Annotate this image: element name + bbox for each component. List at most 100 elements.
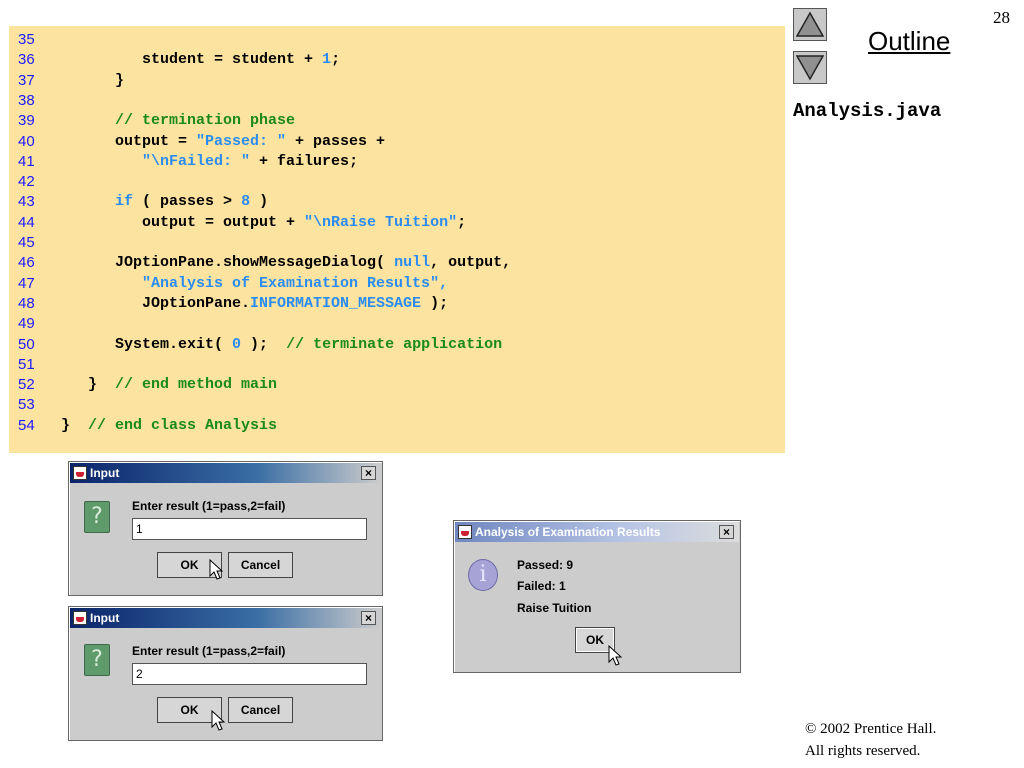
ok-button[interactable]: OK xyxy=(157,697,222,723)
code-token: JOptionPane. xyxy=(61,294,251,312)
line-number: 42 xyxy=(18,173,35,191)
java-cup-icon xyxy=(73,611,87,625)
line-number: 51 xyxy=(18,355,35,373)
question-icon: ? xyxy=(84,501,110,533)
code-token: ); xyxy=(241,335,287,353)
code-token: } xyxy=(61,376,116,394)
code-token: output = xyxy=(61,132,197,150)
ok-button[interactable]: OK xyxy=(575,627,615,653)
copyright-line-1: © 2002 Prentice Hall. xyxy=(805,721,937,737)
line-number: 50 xyxy=(18,335,35,353)
code-line: 51 xyxy=(9,355,785,375)
code-token: student = student + xyxy=(61,51,323,69)
code-token xyxy=(61,193,115,210)
code-token: // termination phase xyxy=(115,112,296,130)
code-token: ; xyxy=(457,213,467,231)
input-dialog-2: Input × ? Enter result (1=pass,2=fail) O… xyxy=(68,606,383,741)
code-line: 35 xyxy=(9,30,785,50)
code-token: + failures; xyxy=(250,152,359,170)
code-token: "Passed: " xyxy=(196,132,287,150)
message-line-passed: Passed: 9 xyxy=(517,558,574,572)
result-input-field[interactable] xyxy=(132,518,367,540)
code-line: 44 output = output + "\nRaise Tuition"; xyxy=(9,213,785,233)
code-text: JOptionPane.showMessageDialog( null, out… xyxy=(61,253,511,273)
code-token xyxy=(61,112,115,129)
line-number: 53 xyxy=(18,396,35,414)
line-number: 52 xyxy=(18,376,35,394)
code-text: } // end method main xyxy=(61,375,277,395)
code-token: "Analysis of Examination Results", xyxy=(142,274,449,292)
line-number: 44 xyxy=(18,213,35,231)
line-number: 41 xyxy=(18,152,35,170)
code-line: 41 "\nFailed: " + failures; xyxy=(9,152,785,172)
copyright-notice: © 2002 Prentice Hall. All rights reserve… xyxy=(805,718,936,762)
code-line: 42 xyxy=(9,172,785,192)
code-line: 52 } // end method main xyxy=(9,375,785,395)
message-line-raise-tuition: Raise Tuition xyxy=(517,601,592,615)
line-number: 48 xyxy=(18,294,35,312)
next-slide-button[interactable] xyxy=(793,51,827,84)
mouse-pointer-icon xyxy=(211,710,225,731)
code-text: output = "Passed: " + passes + xyxy=(61,132,385,152)
close-button[interactable]: × xyxy=(361,466,376,480)
code-token xyxy=(61,275,142,292)
code-token xyxy=(61,153,142,170)
close-button[interactable]: × xyxy=(719,525,734,539)
code-token: "\nRaise Tuition" xyxy=(304,213,458,231)
code-token: ) xyxy=(250,193,269,211)
input-dialog-1-titlebar: Input × xyxy=(70,463,381,483)
code-token: // end method main xyxy=(115,376,278,394)
line-number: 46 xyxy=(18,254,35,272)
previous-slide-button[interactable] xyxy=(793,8,827,41)
code-text: output = output + "\nRaise Tuition"; xyxy=(61,213,466,233)
mouse-pointer-icon xyxy=(608,645,622,666)
code-line: 39 // termination phase xyxy=(9,111,785,131)
code-token: , output, xyxy=(430,254,512,272)
close-button[interactable]: × xyxy=(361,611,376,625)
line-number: 47 xyxy=(18,274,35,292)
triangle-up-icon xyxy=(796,11,824,37)
line-number: 40 xyxy=(18,132,35,150)
code-token: output = output + xyxy=(61,213,305,231)
copyright-line-2: All rights reserved. xyxy=(805,743,921,759)
code-token: INFORMATION_MESSAGE xyxy=(250,294,422,312)
code-line: 47 "Analysis of Examination Results", xyxy=(9,274,785,294)
code-line: 49 xyxy=(9,314,785,334)
code-text: JOptionPane.INFORMATION_MESSAGE ); xyxy=(61,294,448,314)
code-line: 38 xyxy=(9,91,785,111)
code-line: 37 } xyxy=(9,71,785,91)
java-cup-icon xyxy=(458,525,472,539)
code-line: 48 JOptionPane.INFORMATION_MESSAGE ); xyxy=(9,294,785,314)
line-number: 36 xyxy=(18,51,35,69)
cancel-button[interactable]: Cancel xyxy=(228,552,293,578)
code-token: 0 xyxy=(232,335,242,353)
code-text: } xyxy=(61,71,124,91)
triangle-down-icon xyxy=(796,55,824,81)
file-name-label: Analysis.java xyxy=(793,100,942,122)
code-text: "\nFailed: " + failures; xyxy=(61,152,358,172)
line-number: 54 xyxy=(18,416,35,434)
input-dialog-1: Input × ? Enter result (1=pass,2=fail) O… xyxy=(68,461,383,596)
line-number: 43 xyxy=(18,193,35,211)
result-input-field[interactable] xyxy=(132,663,367,685)
line-number: 35 xyxy=(18,31,35,48)
result-message-dialog: Analysis of Examination Results × i Pass… xyxy=(453,520,741,673)
outline-link[interactable]: Outline xyxy=(868,26,951,56)
slide-number: 28 xyxy=(993,8,1010,27)
question-icon: ? xyxy=(84,644,110,676)
code-text: if ( passes > 8 ) xyxy=(61,192,268,212)
line-number: 45 xyxy=(18,234,35,251)
code-token: + passes + xyxy=(286,132,386,150)
input-prompt: Enter result (1=pass,2=fail) xyxy=(132,499,286,513)
code-token: if xyxy=(115,193,134,211)
code-line: 50 System.exit( 0 ); // terminate applic… xyxy=(9,335,785,355)
code-text: student = student + 1; xyxy=(61,50,340,70)
code-token: ( passes > xyxy=(133,193,242,211)
line-number: 38 xyxy=(18,91,35,109)
code-token: 1 xyxy=(322,51,332,69)
code-text: // termination phase xyxy=(61,111,295,131)
code-token: null xyxy=(394,254,431,272)
code-token: "\nFailed: " xyxy=(142,152,251,170)
cancel-button[interactable]: Cancel xyxy=(228,697,293,723)
